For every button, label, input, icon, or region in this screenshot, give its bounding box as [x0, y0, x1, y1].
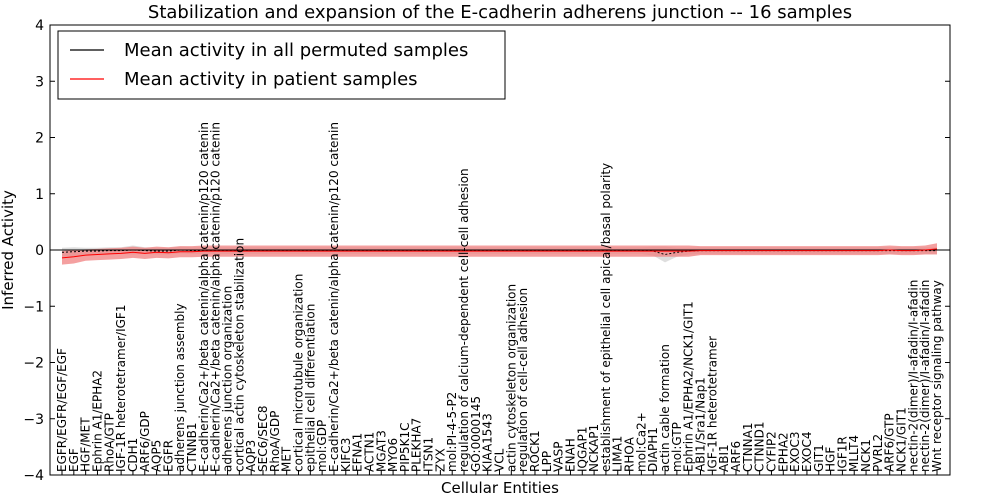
- entity-label: MYO6: [386, 438, 400, 472]
- entity-label: MLLT4: [847, 435, 861, 472]
- entity-label: PVRL2: [871, 434, 885, 472]
- y-tick-label: −2: [23, 356, 44, 372]
- entity-label: CTNNB1: [185, 422, 199, 472]
- y-tick-label: −3: [23, 412, 44, 428]
- y-tick-label: 2: [35, 131, 44, 147]
- entity-label: VCL: [493, 448, 507, 472]
- band-series-1: [62, 243, 937, 265]
- entity-label: adherens junction organization: [221, 286, 235, 472]
- entity-label: PIP5K1C: [398, 422, 412, 472]
- y-tick-label: 4: [35, 18, 44, 34]
- entity-label: NCK1: [859, 439, 873, 472]
- entity-label: mol:GTP: [670, 422, 684, 472]
- entity-label: IQGAP1: [575, 427, 589, 472]
- entity-label: MGAT3: [374, 430, 388, 472]
- entity-label: Wnt receptor signaling pathway: [930, 280, 944, 472]
- entity-label: IGF-1R heterotetramer/IGF1: [114, 305, 128, 472]
- entity-label: EXOC3: [788, 432, 802, 473]
- confidence-bands: [62, 243, 937, 265]
- entity-label: epithelial cell differentiation: [303, 304, 317, 472]
- entity-label: VASP: [552, 441, 566, 472]
- entity-label: CYFIP2: [765, 431, 779, 472]
- entity-label: regulation of cell-cell adhesion: [516, 288, 530, 472]
- y-axis-ticks: −4 −3 −2 −1 0 1 2 3 4: [23, 18, 950, 484]
- entity-label: GIT1: [812, 444, 826, 472]
- entity-label: EPHA2: [776, 432, 790, 472]
- y-tick-label: 0: [35, 243, 44, 259]
- entity-label: mol:GDP: [315, 420, 329, 472]
- series-lines: [61, 248, 938, 259]
- legend-label-permuted: Mean activity in all permuted samples: [124, 40, 468, 61]
- entity-label: LPP: [540, 451, 554, 472]
- entity-label: CTNND1: [753, 421, 767, 472]
- y-tick-label: 1: [35, 187, 44, 203]
- entity-label: actin cytoskeleton organization: [504, 284, 518, 472]
- legend-box: [57, 30, 506, 100]
- entity-label: mol:PI-4-5-P2: [445, 392, 459, 472]
- entity-label: IGF1R: [835, 436, 849, 472]
- entity-label: ARF6/GDP: [138, 411, 152, 472]
- entity-label: E-cadherin/Ca2+/beta catenin/alpha caten…: [197, 122, 211, 472]
- entity-label: ARF6/GTP: [883, 413, 897, 472]
- entity-label: actin cable formation: [658, 344, 672, 472]
- entity-label: CDH1: [126, 438, 140, 472]
- entity-label: KIAA1543: [481, 413, 495, 472]
- entity-label: DIAPH1: [646, 427, 660, 472]
- entity-label: nectin-2(dimer)/I-afadin/I-afadin: [918, 280, 932, 472]
- entity-label: EGF: [67, 448, 81, 472]
- entity-label: HGF/MET: [79, 417, 93, 472]
- entity-label: Ephrin A1/EPHA2/NCK1/GIT1: [682, 301, 696, 472]
- entity-label: EXOC4: [800, 432, 814, 473]
- entity-label: RhoA/GTP: [102, 413, 116, 472]
- entity-label: adherens junction assembly: [173, 303, 187, 472]
- y-tick-label: 3: [35, 74, 44, 90]
- line-series-1: [61, 248, 938, 259]
- entity-label: ACTN1: [362, 432, 376, 472]
- y-tick-label: −1: [23, 299, 44, 315]
- entity-label: PLEKHA7: [410, 418, 424, 472]
- entity-label: SEC6/SEC8: [256, 406, 270, 472]
- entity-label: EFNA1: [351, 433, 365, 472]
- entity-label: RHOA: [623, 436, 637, 472]
- entity-label: E-cadherin/Ca2+/beta catenin/alpha caten…: [327, 122, 341, 472]
- entity-label: ROCK1: [528, 430, 542, 472]
- entity-label: GO:0000145: [469, 396, 483, 472]
- entity-label: ABI1/Sra1/Nap1: [694, 377, 708, 472]
- entity-label: RhoA/GDP: [268, 411, 282, 472]
- entity-label: MET: [280, 446, 294, 472]
- entity-label: EGFR: [161, 440, 175, 472]
- legend: Mean activity in all permuted samples Me…: [57, 30, 506, 100]
- entity-label: EGFR/EGFR/EGF/EGF: [55, 348, 69, 472]
- entity-label: ENAH: [563, 438, 577, 472]
- chart-title: Stabilization and expansion of the E-cad…: [148, 2, 852, 23]
- entity-label: nectin-2(dimer)/I-afadin/I-afadin: [906, 280, 920, 472]
- y-axis-label: Inferred Activity: [0, 190, 17, 310]
- entity-label: IGF-1R heterotetramer: [705, 336, 719, 472]
- x-axis-label: Cellular Entities: [441, 479, 559, 497]
- entity-label: NCKAP1: [587, 424, 601, 472]
- entity-label: regulation of calcium-dependent cell-cel…: [457, 168, 471, 472]
- entity-label: CTNNA1: [741, 422, 755, 472]
- entity-label: ABI1: [717, 444, 731, 472]
- entity-label: mol:Ca2+: [634, 412, 648, 472]
- entity-label: KIFC3: [339, 438, 353, 472]
- entity-label: AQP5: [150, 440, 164, 472]
- entity-label: establishment of epithelial cell apical/…: [599, 163, 613, 472]
- entity-label: LIMA1: [611, 436, 625, 472]
- entity-label: cortical microtubule organization: [292, 274, 306, 472]
- entity-label: ITSN1: [422, 437, 436, 472]
- entity-label: Ephrin A1/EPHA2: [91, 370, 105, 472]
- entity-label: ARF6: [729, 441, 743, 472]
- entity-label: cortical actin cytoskeleton stabilizatio…: [232, 238, 246, 472]
- entity-label: HGF: [824, 447, 838, 472]
- y-tick-label: −4: [23, 468, 44, 484]
- entity-label: AQP3: [244, 440, 258, 472]
- entity-label: NCK1/GIT1: [895, 407, 909, 472]
- entity-label: ZYX: [433, 448, 447, 472]
- legend-label-patient: Mean activity in patient samples: [124, 69, 418, 90]
- entity-label: E-cadherin/Ca2+/beta catenin/alpha caten…: [209, 122, 223, 472]
